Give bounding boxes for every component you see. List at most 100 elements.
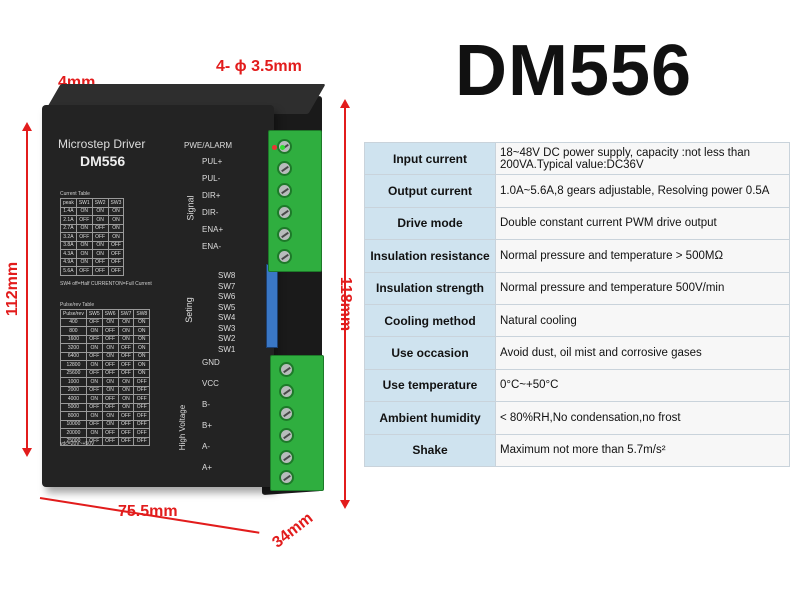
mini-table-cell: 6400 xyxy=(60,351,87,361)
terminal-screw[interactable] xyxy=(279,428,294,443)
mini-table-cell: OFF xyxy=(75,266,93,276)
mini-table-cell: OFF xyxy=(133,394,151,404)
dim-left-arrow-down xyxy=(22,448,32,457)
mini-table-cell: OFF xyxy=(85,334,103,344)
mini-table-cell: OFF xyxy=(75,215,93,225)
mini-table-header: Pulse/rev xyxy=(60,309,87,319)
mini-table-cell: OFF xyxy=(85,385,103,395)
dim-right-arrow-up xyxy=(340,99,350,108)
mini-table-cell: ON xyxy=(133,351,151,361)
mini-table-cell: 25000 xyxy=(60,436,87,446)
mini-table-cell: OFF xyxy=(101,436,119,446)
spec-value: 18~48V DC power supply, capacity :not le… xyxy=(495,141,790,176)
mini-table-cell: ON xyxy=(85,360,103,370)
mini-table-cell: 2000 xyxy=(60,385,87,395)
terminal-screw[interactable] xyxy=(277,205,292,220)
current-note: SW4 off=Half CURRENTON=Full Current xyxy=(60,281,152,287)
dim-height-right: 118mm xyxy=(337,276,355,332)
mini-table-cell: ON xyxy=(75,206,93,216)
dim-right-line xyxy=(344,105,346,505)
mini-table-cell: ON xyxy=(117,334,135,344)
mini-table-cell: ON xyxy=(85,326,103,336)
terminal-screw[interactable] xyxy=(277,183,292,198)
current-table-title: Current Table xyxy=(60,191,90,197)
spec-value: < 80%RH,No condensation,no frost xyxy=(495,401,790,435)
mini-table-cell: ON xyxy=(85,343,103,353)
terminal-screw[interactable] xyxy=(279,450,294,465)
mini-table-cell: 12800 xyxy=(60,360,87,370)
mini-table-header: SW3 xyxy=(107,198,125,208)
terminal-screw[interactable] xyxy=(279,470,294,485)
mini-table-cell: 2.7A xyxy=(60,223,77,233)
pin-label: SW8 xyxy=(218,271,236,280)
mini-table-cell: OFF xyxy=(117,343,135,353)
mini-table-header: SW8 xyxy=(133,309,151,319)
terminal-screw[interactable] xyxy=(277,227,292,242)
dip-switch-block[interactable] xyxy=(266,264,278,348)
mini-table-cell: OFF xyxy=(101,394,119,404)
mini-table-cell: OFF xyxy=(117,419,135,429)
mini-table-cell: ON xyxy=(117,317,135,327)
mini-table-cell: 3.8A xyxy=(60,240,77,250)
mini-table-cell: OFF xyxy=(91,232,109,242)
spec-label: Ambient humidity xyxy=(364,401,496,435)
terminal-screw[interactable] xyxy=(277,161,292,176)
mini-table-cell: 10000 xyxy=(60,419,87,429)
mini-table-cell: ON xyxy=(107,215,125,225)
mini-table-cell: OFF xyxy=(85,368,103,378)
mini-table-cell: OFF xyxy=(133,428,151,438)
terminal-screw[interactable] xyxy=(277,249,292,264)
dim-left-arrow-up xyxy=(22,122,32,131)
spec-label: Use occasion xyxy=(364,336,496,370)
mini-table-cell: 4.9A xyxy=(60,257,77,267)
mini-table-cell: OFF xyxy=(133,436,151,446)
mini-table-cell: 8000 xyxy=(60,411,87,421)
pin-label: SW3 xyxy=(218,323,236,333)
mini-table-cell: OFF xyxy=(107,249,125,259)
mini-table-cell: OFF xyxy=(133,411,151,421)
mini-table-cell: OFF xyxy=(133,419,151,429)
mini-table-cell: 1.4A xyxy=(60,206,77,216)
terminal-screw[interactable] xyxy=(279,406,294,421)
mini-table-cell: ON xyxy=(117,385,135,395)
spec-label: Input current xyxy=(364,141,496,176)
mini-table-cell: 5000 xyxy=(60,402,87,412)
terminal-screw[interactable] xyxy=(279,384,294,399)
setting-label: Seting xyxy=(183,297,194,323)
product-title: DM556 xyxy=(455,31,693,111)
pin-label: VCC xyxy=(202,379,219,388)
mini-table-cell: 3200 xyxy=(60,343,87,353)
mini-table-cell: ON xyxy=(85,428,103,438)
mini-table-cell: 3.2A xyxy=(60,232,77,242)
mini-table-cell: OFF xyxy=(91,266,109,276)
dim-holes: 4- ϕ 3.5mm xyxy=(216,58,302,75)
mini-table-cell: ON xyxy=(133,360,151,370)
mini-table-cell: ON xyxy=(91,206,109,216)
pin-label: B- xyxy=(202,400,210,409)
pin-label: PUL+ xyxy=(202,157,223,166)
mini-table-header: SW7 xyxy=(117,309,135,319)
terminal-screw[interactable] xyxy=(279,362,294,377)
mini-table-cell: OFF xyxy=(133,385,151,395)
spec-value: 1.0A~5.6A,8 gears adjustable, Resolving … xyxy=(495,174,790,208)
mini-table-cell: OFF xyxy=(117,436,135,446)
dim-right-arrow-down xyxy=(340,500,350,509)
spec-label: Insulation strength xyxy=(364,271,496,305)
mini-table-cell: OFF xyxy=(101,402,119,412)
mini-table-cell: OFF xyxy=(75,232,93,242)
mini-table-cell: OFF xyxy=(101,368,119,378)
spec-label: Insulation resistance xyxy=(364,239,496,273)
power-terminal-block xyxy=(270,355,324,491)
spec-value: Maximum not more than 5.7m/s² xyxy=(495,433,790,467)
mini-table-cell: OFF xyxy=(107,266,125,276)
spec-value: Normal pressure and temperature > 500MΩ xyxy=(495,239,790,273)
